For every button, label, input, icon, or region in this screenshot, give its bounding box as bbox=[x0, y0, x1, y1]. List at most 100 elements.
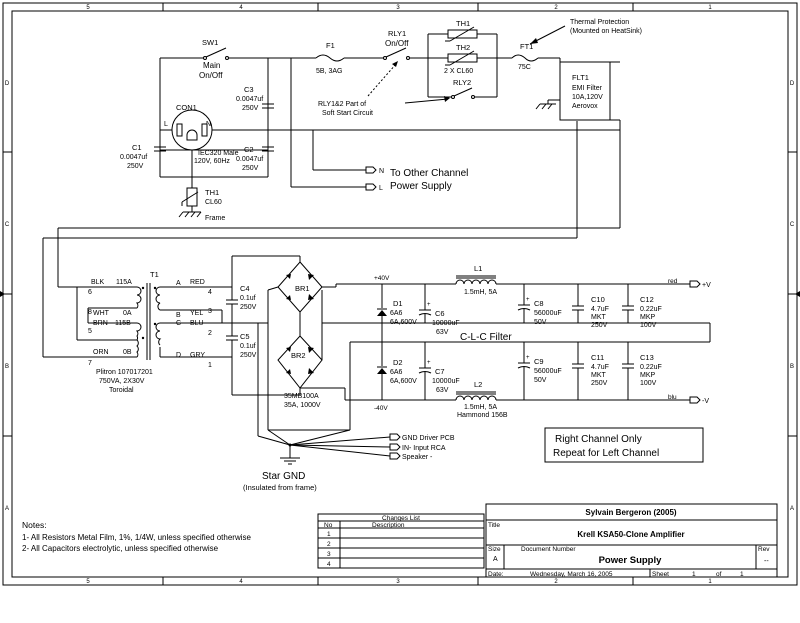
gnd-port-label: GND Driver PCB bbox=[402, 435, 455, 442]
capacitor-c4: C4 0.1uf 250V bbox=[226, 284, 257, 311]
star-gnd-label: Star GND bbox=[262, 471, 305, 482]
t1-winding: 0B bbox=[123, 349, 132, 356]
channel-note-box: Right Channel Only Repeat for Left Chann… bbox=[544, 427, 704, 463]
t1-sec-color: RED bbox=[190, 279, 205, 286]
docnum-label: Document Number bbox=[521, 546, 576, 553]
iec-connector-con1: CON1 L N IEC320 Male 120V, 60Hz bbox=[164, 103, 239, 165]
changes-col-header: No bbox=[324, 522, 333, 529]
title-block: Sylvain Bergeron (2005) Title Krell KSA5… bbox=[485, 503, 778, 578]
c12-ref: C12 bbox=[640, 295, 654, 304]
author: Sylvain Bergeron (2005) bbox=[585, 508, 676, 517]
out-red-label: red bbox=[668, 278, 678, 285]
th2-value: 2 X CL60 bbox=[444, 68, 473, 75]
rly-note: Soft Start Circuit bbox=[322, 110, 373, 117]
c12-voltage: 100V bbox=[640, 322, 657, 329]
th2-ref: TH2 bbox=[456, 43, 470, 52]
rly-note: RLY1&2 Part of bbox=[318, 101, 366, 108]
con1-pin-l: L bbox=[164, 121, 168, 128]
t1-desc: Toroidal bbox=[109, 387, 134, 394]
flt1-ref: FLT1 bbox=[572, 73, 589, 82]
top-col-label: 3 bbox=[396, 5, 400, 11]
note-line: 1- All Resistors Metal Film, 1%, 1/4W, u… bbox=[22, 533, 252, 542]
changes-row-no: 3 bbox=[327, 551, 331, 558]
t1-sec-tap: C bbox=[176, 320, 181, 327]
c8-polarity: + bbox=[526, 297, 530, 303]
ground-ports: GND Driver PCB IN- Input RCA Speaker - S… bbox=[243, 433, 455, 492]
t1-sec-pin: 4 bbox=[208, 289, 212, 296]
flt1-desc: Aerovox bbox=[572, 103, 598, 110]
relay-rly1: RLY1 On/Off bbox=[383, 29, 410, 60]
bridge-rectifier-br2: BR2 35MB100A 35A, 1000V bbox=[277, 312, 323, 409]
transformer-t1: T1 BLK 115A WHT 0A BRN 115B ORN 0B 6 8 5… bbox=[88, 270, 212, 394]
c11-ref: C11 bbox=[591, 353, 604, 362]
t1-sec-color: YEL bbox=[190, 310, 203, 317]
t1-sec-tap: A bbox=[176, 280, 181, 287]
t1-sec-pin: 3 bbox=[208, 308, 212, 315]
sw1-label: Main bbox=[203, 61, 220, 70]
c2-voltage: 250V bbox=[242, 165, 259, 172]
other-channel-note: To Other Channel bbox=[390, 168, 468, 179]
c13-voltage: 100V bbox=[640, 380, 657, 387]
of-label: of bbox=[716, 571, 722, 578]
right-row-label: A bbox=[790, 506, 794, 512]
c5-value: 0.1uf bbox=[240, 343, 256, 350]
channel-note: Right Channel Only bbox=[555, 434, 642, 445]
d1-ref: D1 bbox=[393, 299, 403, 308]
t1-sec-pin: 2 bbox=[208, 330, 212, 337]
t1-winding: 0A bbox=[123, 310, 132, 317]
f1-value: 5B, 3AG bbox=[316, 68, 342, 75]
c7-voltage: 63V bbox=[436, 387, 449, 394]
t1-wire-color: BRN bbox=[93, 320, 108, 327]
size-label: Size bbox=[488, 546, 501, 553]
left-row-label: B bbox=[5, 364, 9, 370]
c6-value: 10000uF bbox=[432, 320, 460, 327]
ft1-value: 75C bbox=[518, 64, 531, 71]
border-labels: 5 4 3 2 1 5 4 3 2 1 D C B A D C B A bbox=[5, 5, 795, 585]
port-l-label: L bbox=[379, 185, 383, 192]
out-pos-label: +V bbox=[702, 282, 711, 289]
c6-polarity: + bbox=[427, 302, 431, 308]
rly2-ref: RLY2 bbox=[453, 78, 471, 87]
notes-title: Notes: bbox=[22, 520, 47, 530]
c9-voltage: 50V bbox=[534, 377, 547, 384]
top-col-label: 1 bbox=[708, 5, 712, 11]
d1-rating: 6A,600V bbox=[390, 319, 417, 326]
out-neg-label: -V bbox=[702, 398, 709, 405]
t1-sec-pin: 1 bbox=[208, 362, 212, 369]
th1-value: CL60 bbox=[205, 199, 222, 206]
diode-d2: D2 6A6 6A,600V bbox=[377, 342, 417, 400]
l2-part: Hammond 156B bbox=[457, 412, 508, 419]
c8-value: 56000uF bbox=[534, 310, 562, 317]
changes-row-no: 4 bbox=[327, 561, 331, 568]
capacitor-c6: + C6 10000uF 63V bbox=[418, 284, 460, 336]
t1-ref: T1 bbox=[150, 270, 159, 279]
rly1-ref: RLY1 bbox=[388, 29, 406, 38]
c5-ref: C5 bbox=[240, 332, 250, 341]
capacitor-c12: C12 0.22uF MKP 100V bbox=[622, 284, 662, 329]
changes-row-no: 1 bbox=[327, 531, 331, 538]
c9-polarity: + bbox=[526, 355, 530, 361]
c9-value: 56000uF bbox=[534, 368, 562, 375]
c12-value: 0.22uF bbox=[640, 306, 662, 313]
relay-actuator-leaders: RLY1&2 Part of Soft Start Circuit bbox=[318, 61, 450, 117]
t1-wire-color: ORN bbox=[93, 349, 109, 356]
thermal-note: Thermal Protection bbox=[570, 19, 629, 26]
emi-filter-flt1: FLT1 EMI Filter 10A,120V Aerovox bbox=[535, 61, 620, 121]
capacitor-c1: C1 0.0047uf 250V bbox=[120, 143, 166, 170]
top-col-label: 2 bbox=[554, 5, 558, 11]
thermistor-th2: TH2 2 X CL60 bbox=[444, 43, 478, 75]
t1-pin: 7 bbox=[88, 360, 92, 367]
t1-desc: 750VA, 2X30V bbox=[99, 378, 145, 385]
c10-voltage: 250V bbox=[591, 322, 608, 329]
out-blu-label: blu bbox=[668, 394, 677, 401]
con1-desc: 120V, 60Hz bbox=[194, 158, 230, 165]
note-line: 2- All Capacitors electrolytic, unless s… bbox=[22, 544, 219, 553]
c13-value: 0.22uF bbox=[640, 364, 662, 371]
primary-wiring bbox=[42, 121, 621, 358]
c10-ref: C10 bbox=[591, 295, 605, 304]
changes-col-header: Description bbox=[372, 522, 405, 529]
rail-minus40: -40V bbox=[374, 405, 388, 412]
t1-wire-color: BLK bbox=[91, 279, 105, 286]
l1-ref: L1 bbox=[474, 264, 482, 273]
